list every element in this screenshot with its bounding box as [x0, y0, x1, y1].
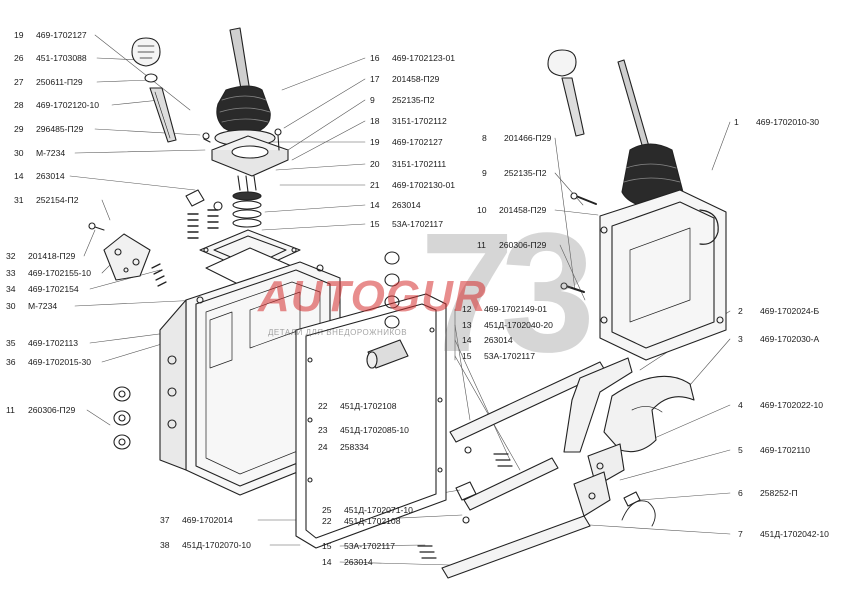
watermark-tagline: ДЕТАЛИ ДЛЯ ВНЕДОРОЖНИКОВ	[268, 328, 408, 337]
bracket-left	[88, 222, 167, 287]
springs-upper-left	[185, 189, 223, 239]
shift-forks	[563, 357, 695, 527]
cover-plate-top	[199, 229, 301, 291]
gasket-frame	[295, 293, 447, 549]
watermark-brand: AUTOGUR	[258, 272, 487, 321]
washers-center	[384, 251, 400, 329]
washers-left	[113, 386, 131, 450]
shift-knob-left	[131, 37, 177, 143]
cover-assembly-right	[560, 143, 727, 361]
interlock-pin	[366, 339, 409, 369]
gear-lever-center	[202, 27, 289, 228]
shift-knob-right	[547, 49, 651, 153]
watermark-number: 73	[420, 198, 595, 388]
shift-rods	[417, 361, 607, 579]
